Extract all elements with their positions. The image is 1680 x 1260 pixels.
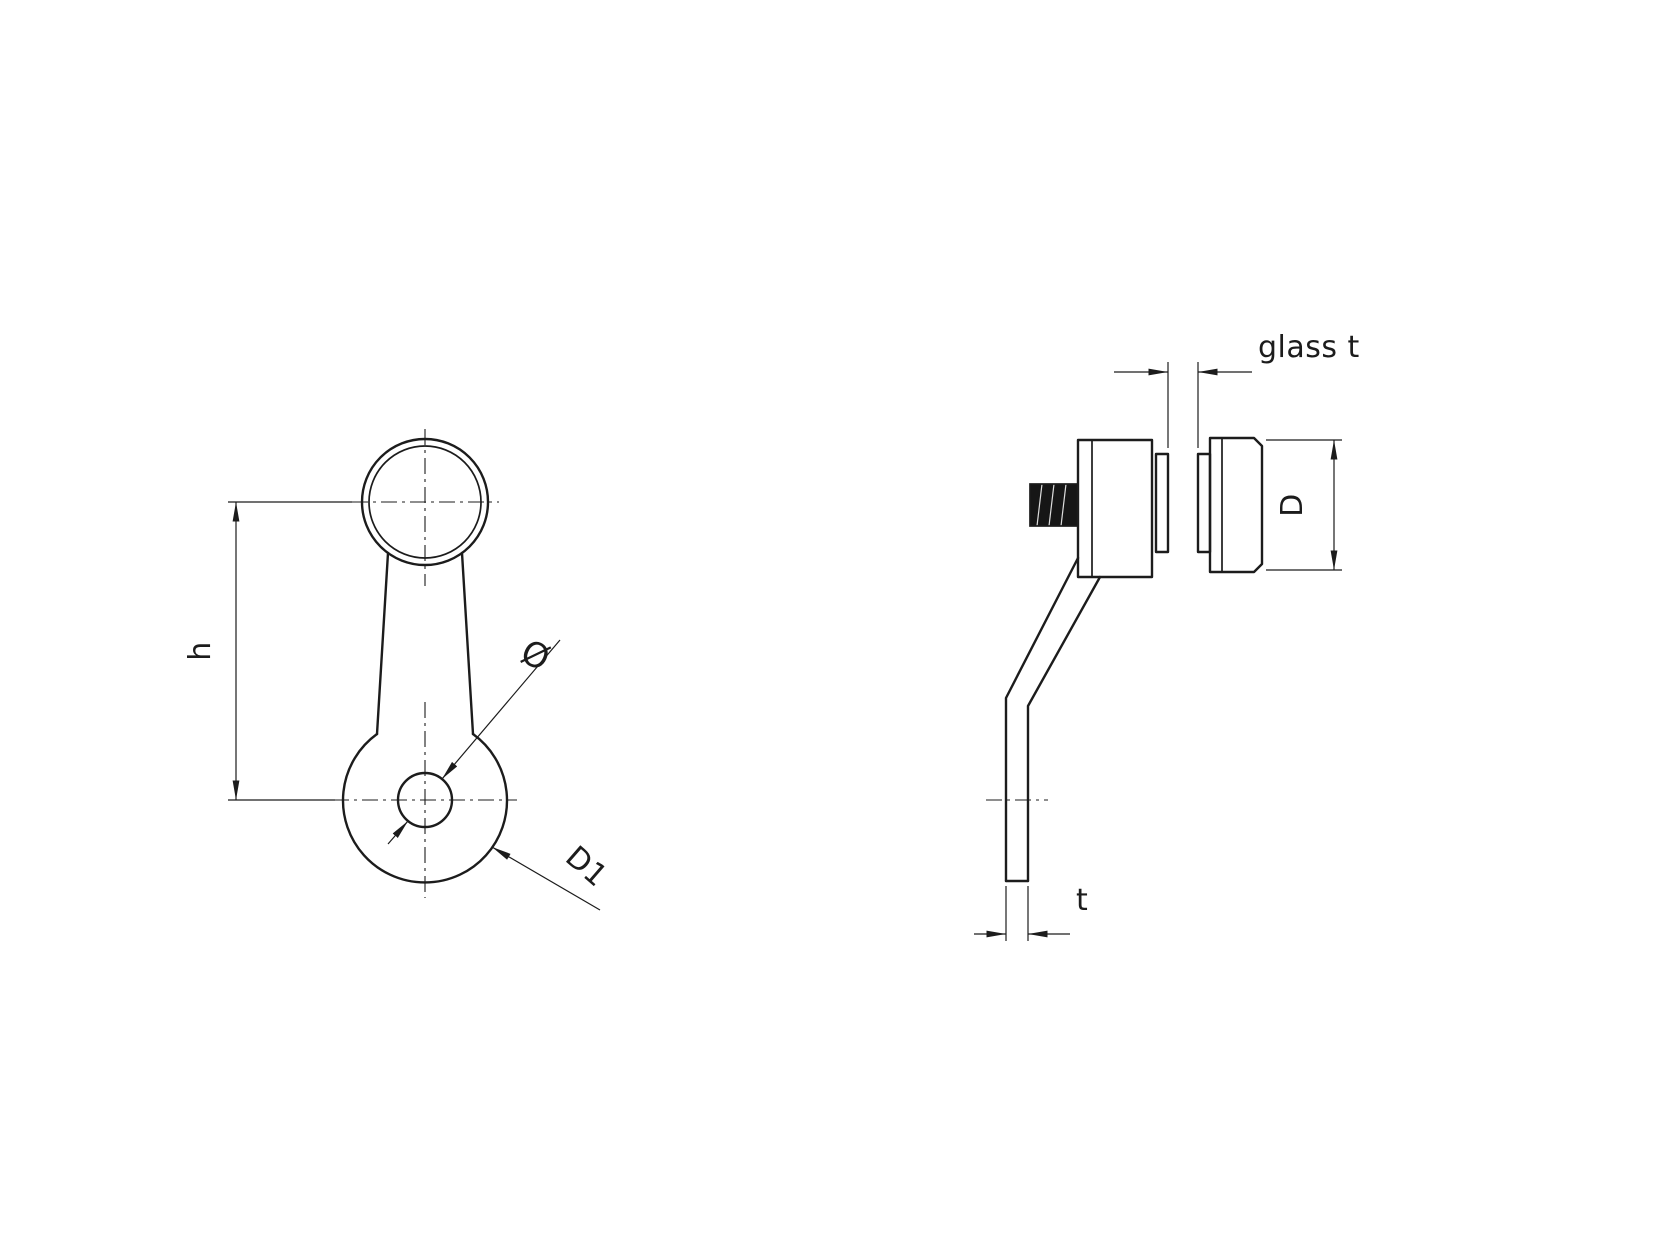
arm-thickness-dimension: t — [974, 883, 1088, 941]
disc-outline — [341, 732, 509, 884]
hole-diameter-dimension: Ø — [387, 632, 561, 845]
mounting-ring-outer — [360, 437, 490, 567]
glass-thickness-dimension: glass t — [1114, 330, 1360, 448]
hole-diameter-leader — [441, 639, 561, 780]
h-dimension: h — [183, 501, 352, 801]
front-view: h Ø D1 — [183, 429, 614, 911]
cap-outline — [1208, 436, 1264, 574]
outer-diameter-dimension: D — [1266, 439, 1342, 571]
glass-thickness-label: glass t — [1258, 330, 1360, 365]
stud-thread-line — [1048, 483, 1055, 527]
arm-right-edge — [1026, 575, 1102, 883]
neck-right-edge — [460, 551, 475, 736]
stud-thread-line — [1060, 483, 1067, 527]
clamp-body — [1076, 438, 1154, 579]
gasket-right — [1196, 452, 1212, 554]
threaded-stud — [1029, 483, 1079, 527]
hole-diameter-tail — [387, 820, 409, 845]
hole-diameter-label: Ø — [515, 632, 556, 680]
h-dimension-label: h — [183, 641, 218, 661]
side-view: glass t D t — [974, 330, 1360, 941]
disc-diameter-label: D1 — [558, 839, 614, 894]
disc-diameter-dimension: D1 — [491, 839, 614, 911]
arm-thickness-label: t — [1076, 883, 1088, 918]
cap-disc — [1208, 436, 1264, 574]
hole-outline — [396, 771, 454, 829]
mounting-ring-inner — [368, 445, 482, 559]
support-arm — [986, 556, 1102, 883]
stud-thread-line — [1036, 483, 1043, 527]
disc-diameter-leader — [491, 846, 601, 911]
arm-left-edge — [1004, 556, 1080, 883]
outer-diameter-label: D — [1275, 493, 1310, 517]
neck-left-edge — [375, 551, 390, 736]
gasket-left — [1154, 452, 1170, 554]
